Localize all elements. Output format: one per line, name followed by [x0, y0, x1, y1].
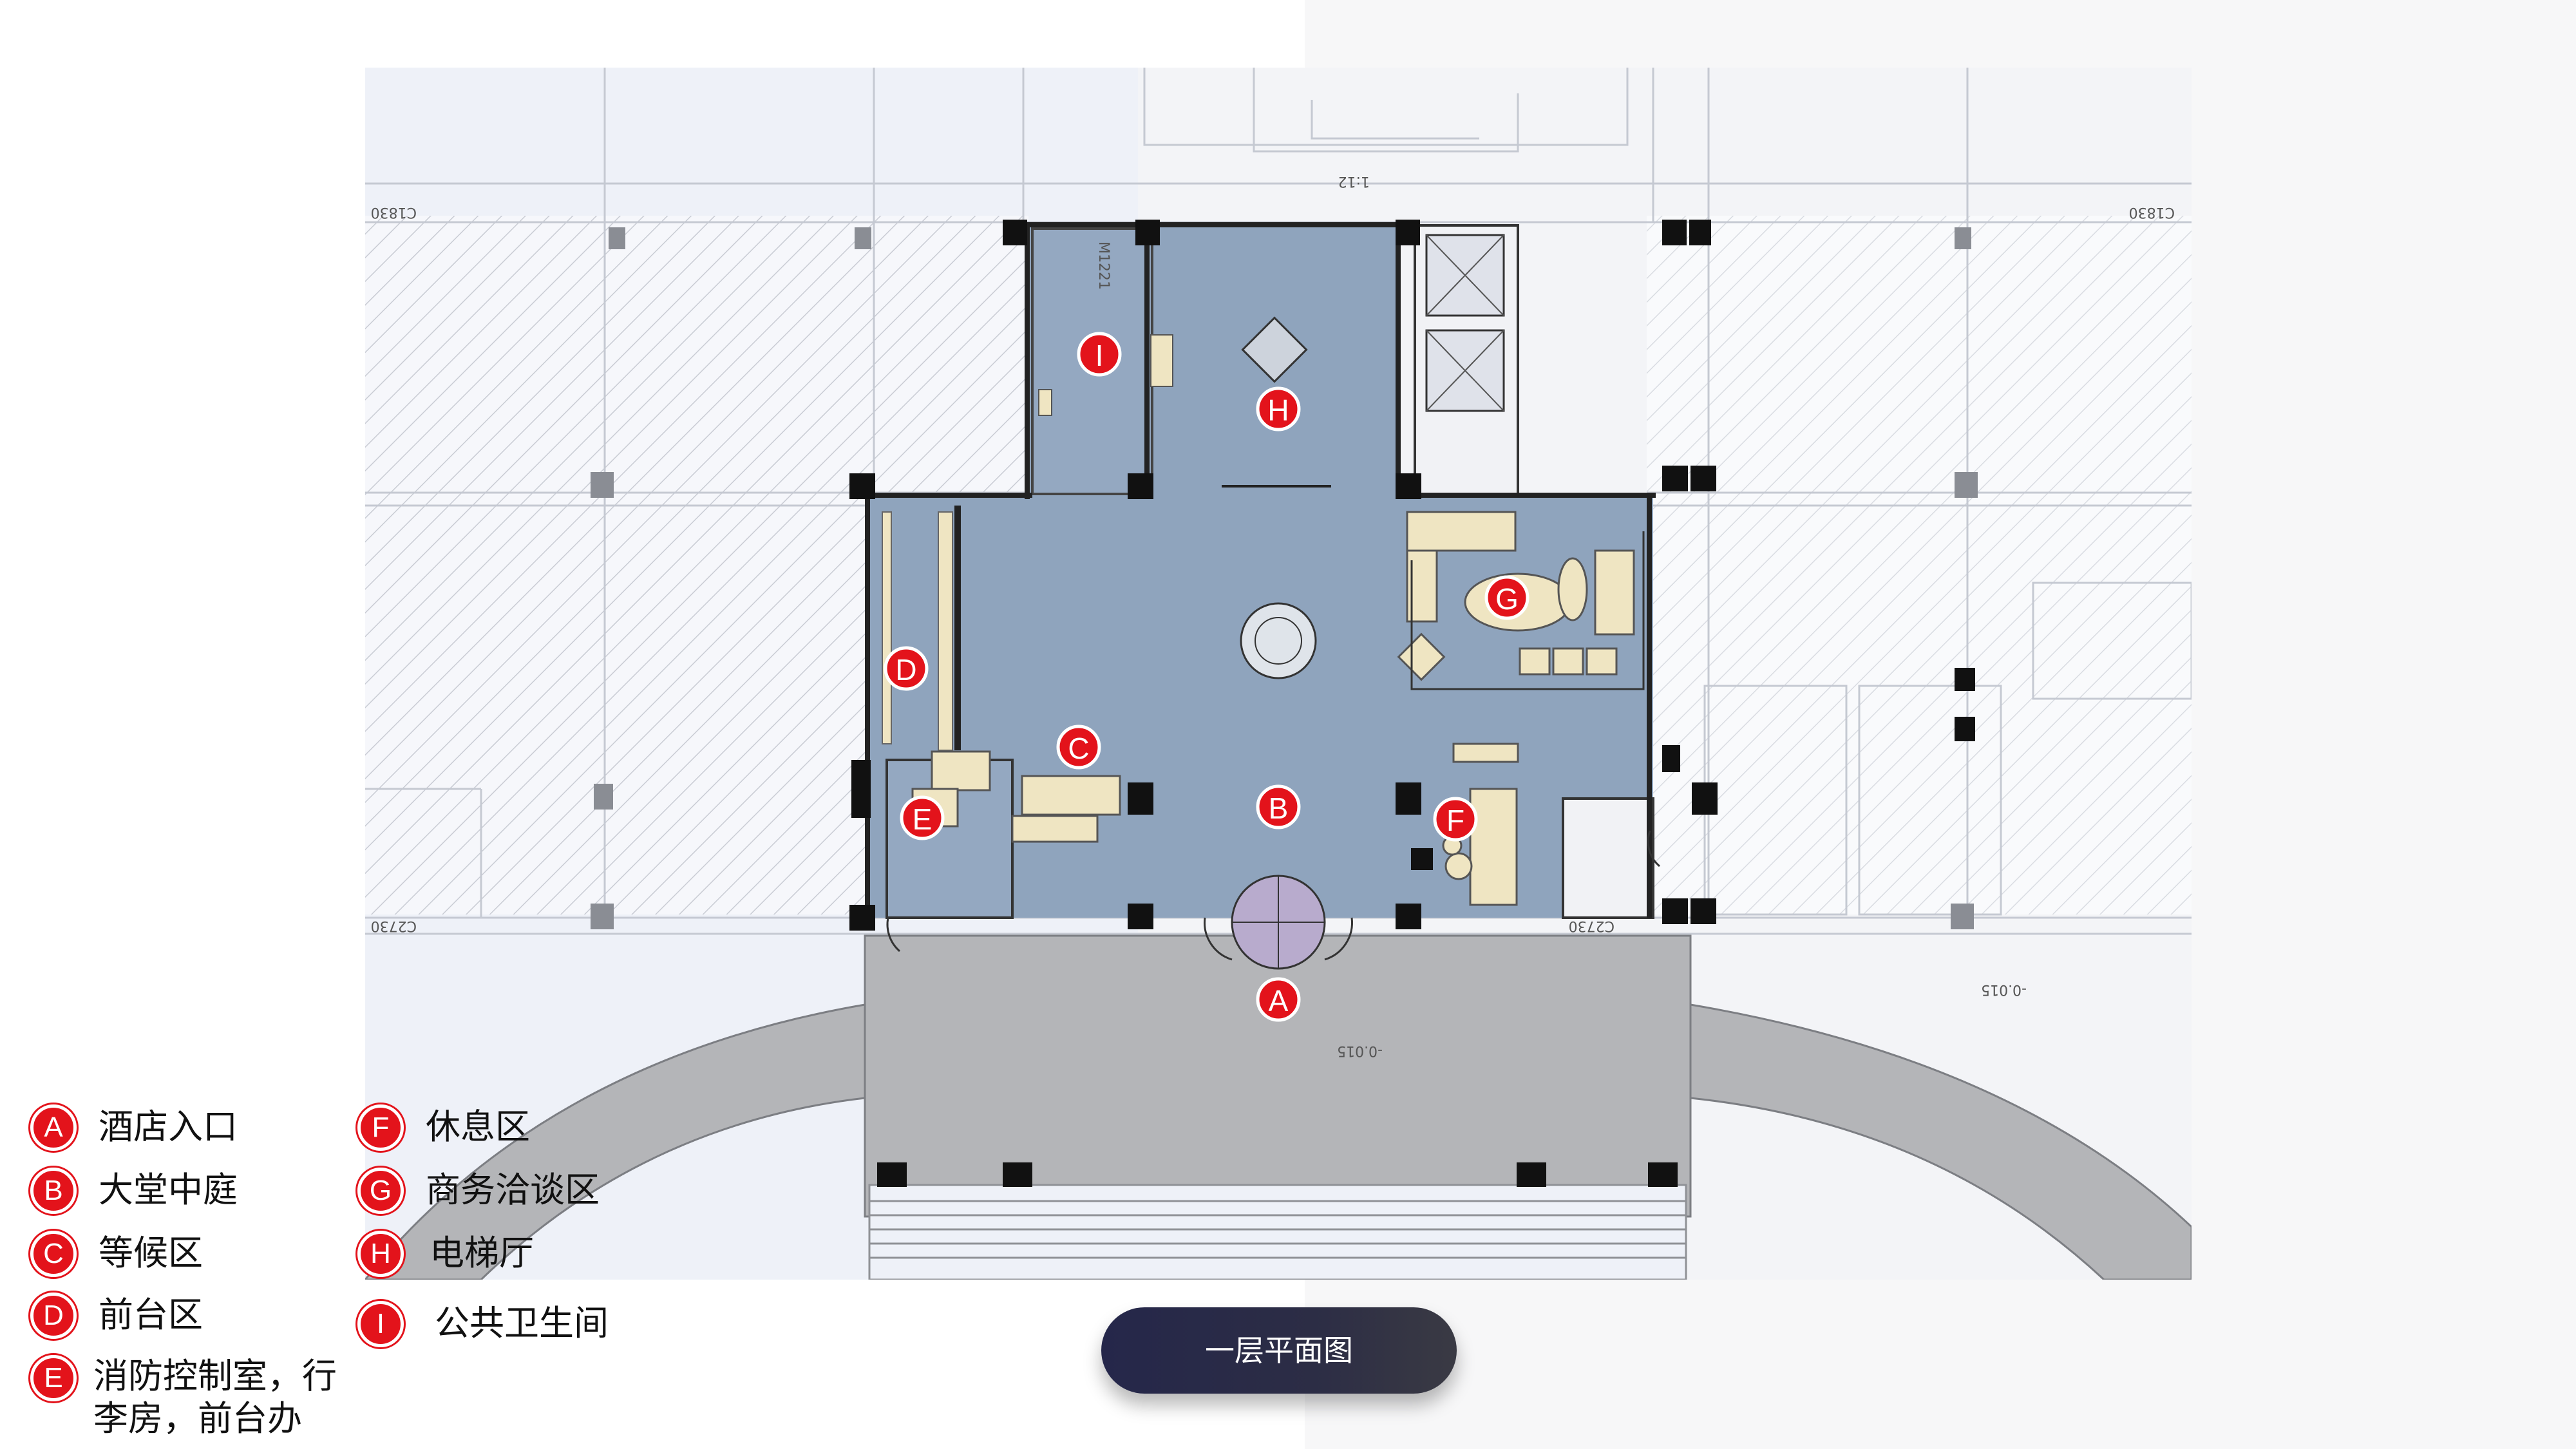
svg-text:M1221: M1221 — [1095, 242, 1112, 290]
svg-text:C2730: C2730 — [1569, 918, 1615, 934]
legend-item-c: C 等候区 — [30, 1231, 203, 1277]
svg-text:I: I — [1095, 339, 1104, 372]
legend-item-g: G 商务洽谈区 — [357, 1168, 600, 1214]
legend-marker-d: D — [30, 1293, 77, 1339]
svg-text:B: B — [1269, 791, 1289, 825]
legend-item-b: B 大堂中庭 — [30, 1168, 238, 1214]
svg-text:A: A — [1269, 984, 1289, 1018]
legend-item-f: F 休息区 — [357, 1104, 530, 1151]
legend-label-d: 前台区 — [99, 1294, 203, 1335]
left-curved-ramp — [365, 1003, 866, 1280]
legend-marker-i: I — [357, 1301, 404, 1347]
legend-item-h: H 电梯厅 — [357, 1231, 534, 1277]
legend-label-i: 公共卫生间 — [435, 1303, 609, 1343]
svg-text:G: G — [1495, 582, 1519, 616]
columns — [849, 220, 1975, 1187]
legend-marker-h: H — [357, 1231, 404, 1277]
legend-item-d: D 前台区 — [30, 1293, 203, 1339]
floor-medallion — [1240, 602, 1317, 679]
svg-text:H: H — [1267, 393, 1289, 427]
legend-label-h: 电梯厅 — [430, 1233, 534, 1273]
svg-text:C: C — [1068, 732, 1089, 765]
legend-label-g: 商务洽谈区 — [426, 1170, 600, 1210]
legend-marker-c: C — [30, 1231, 77, 1277]
svg-text:F: F — [1446, 804, 1464, 837]
floor-plan: -0.015 -0.015 1:12 M1221 C1830 C1830 C27… — [365, 68, 2192, 1280]
legend-marker-f: F — [357, 1104, 404, 1151]
svg-text:1:12: 1:12 — [1338, 173, 1370, 189]
plan-title-pill: 一层平面图 — [1101, 1307, 1457, 1394]
legend-marker-a: A — [30, 1104, 77, 1151]
side-room — [1562, 797, 1654, 919]
svg-text:C1830: C1830 — [371, 204, 417, 220]
legend-label-f: 休息区 — [426, 1106, 530, 1147]
plan-marker-h: H — [1256, 386, 1301, 431]
reception-counter — [938, 511, 953, 751]
plan-marker-b: B — [1256, 784, 1301, 829]
lounge-furniture — [1442, 743, 1519, 906]
plan-markers: A B C D E F G H I — [884, 332, 1530, 1022]
plan-marker-a: A — [1256, 977, 1301, 1022]
legend-marker-g: G — [357, 1168, 404, 1214]
legend-label-c: 等候区 — [99, 1233, 203, 1273]
svg-text:D: D — [895, 653, 916, 687]
level-label: -0.015 — [1337, 1043, 1383, 1059]
legend-item-i: I 公共卫生间 — [357, 1301, 609, 1347]
svg-text:C2730: C2730 — [371, 918, 417, 934]
plan-marker-d: D — [884, 646, 929, 691]
right-curved-ramp — [1689, 1003, 2192, 1280]
legend-label-a: 酒店入口 — [99, 1106, 238, 1147]
front-steps — [868, 1184, 1687, 1280]
right-wing-hatched — [1647, 216, 2192, 914]
plan-marker-i: I — [1077, 332, 1122, 377]
svg-text:E: E — [913, 802, 933, 836]
legend-marker-b: B — [30, 1168, 77, 1214]
plan-marker-e: E — [900, 795, 945, 840]
svg-text:C1830: C1830 — [2129, 204, 2175, 220]
legend-marker-e: E — [30, 1355, 77, 1401]
plan-marker-f: F — [1433, 797, 1478, 842]
plan-marker-g: G — [1484, 575, 1530, 620]
legend-label-b: 大堂中庭 — [99, 1170, 238, 1210]
plan-marker-c: C — [1056, 724, 1101, 770]
svg-text:-0.015: -0.015 — [1981, 981, 2027, 998]
legend-item-e: E 消防控制室，行 李房，前台办 — [30, 1355, 337, 1440]
legend-item-a: A 酒店入口 — [30, 1104, 238, 1151]
legend-label-e: 消防控制室，行 李房，前台办 — [93, 1356, 337, 1439]
